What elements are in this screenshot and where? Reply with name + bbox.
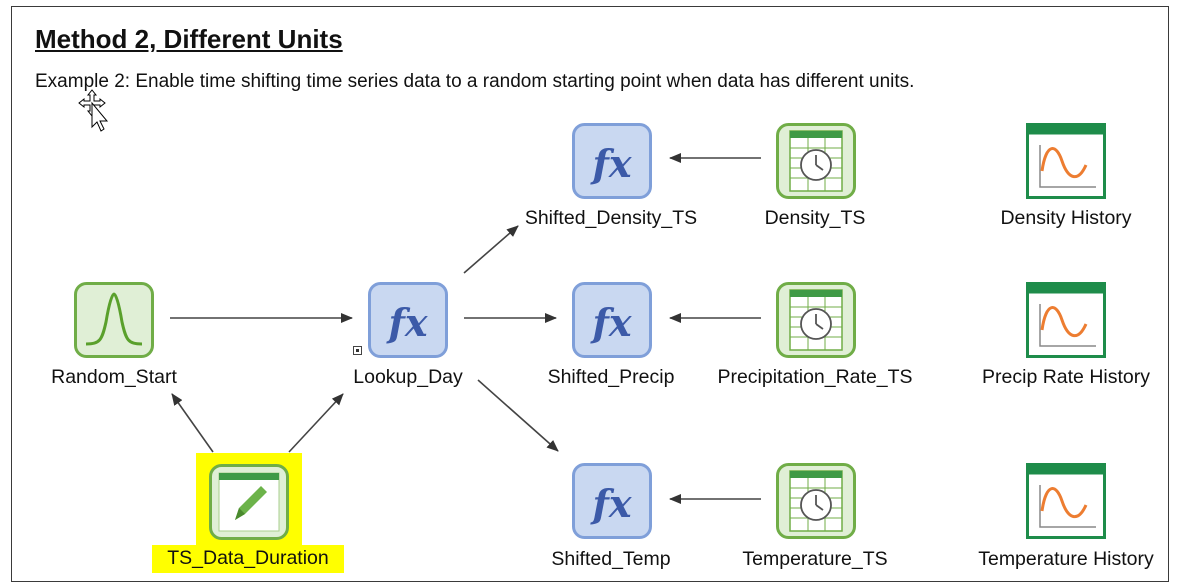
svg-text:fx: fx (589, 300, 632, 345)
arrow-lookup-day-to-shifted-temp (477, 379, 559, 452)
fx-expression-icon[interactable]: fx (572, 282, 652, 358)
page-description: Example 2: Enable time shifting time ser… (35, 71, 915, 92)
history-chart-icon[interactable] (1026, 282, 1106, 358)
density-ts-label: Density_TS (764, 207, 866, 229)
precipitation-rate-ts-label: Precipitation_Rate_TS (717, 366, 913, 388)
temperature-history-label: Temperature History (978, 548, 1154, 570)
precip-rate-history-label: Precip Rate History (982, 366, 1150, 388)
random-start-label: Random_Start (51, 366, 177, 388)
shifted-density-ts-label: Shifted_Density_TS (524, 207, 698, 229)
arrow-lookup-day-to-shifted-density (463, 225, 519, 274)
temperature-ts-label: Temperature_TS (742, 548, 888, 570)
density-history-label: Density History (1000, 207, 1132, 229)
svg-text:fx: fx (589, 141, 632, 186)
fx-expression-icon[interactable]: fx (572, 463, 652, 539)
ts-data-duration-label: TS_Data_Duration (167, 547, 329, 569)
svg-text:fx: fx (385, 300, 428, 345)
shifted-precip-label: Shifted_Precip (547, 366, 675, 388)
history-chart-icon[interactable] (1026, 463, 1106, 539)
time-series-table-icon[interactable] (776, 282, 856, 358)
time-series-table-icon[interactable] (776, 463, 856, 539)
svg-text:fx: fx (589, 481, 632, 526)
shifted-temp-label: Shifted_Temp (551, 548, 671, 570)
page-title: Method 2, Different Units (35, 24, 343, 54)
lookup-day-label: Lookup_Day (353, 366, 463, 388)
arrow-duration-to-lookup-day (288, 393, 344, 453)
data-edit-icon[interactable] (209, 464, 289, 540)
fx-expression-icon[interactable]: fx (368, 282, 448, 358)
label-highlight (152, 545, 344, 573)
arrow-duration-to-random-start (171, 393, 214, 453)
container-marker-icon (353, 346, 362, 355)
history-chart-icon[interactable] (1026, 123, 1106, 199)
fx-expression-icon[interactable]: fx (572, 123, 652, 199)
time-series-table-icon[interactable] (776, 123, 856, 199)
move-cursor-icon (78, 89, 109, 132)
normal-distribution-icon[interactable] (74, 282, 154, 358)
